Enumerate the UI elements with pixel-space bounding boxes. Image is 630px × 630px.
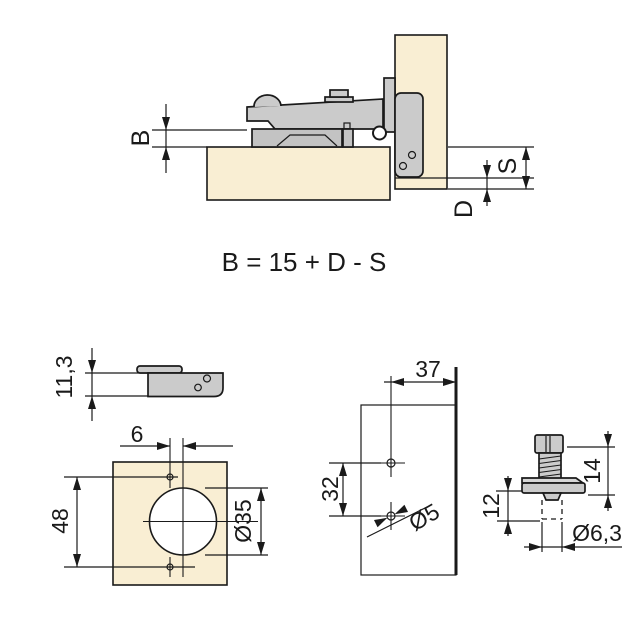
screw-head [534,434,564,454]
dim-label-d: D [450,200,478,218]
hinge [246,77,424,178]
baseplate-tab [343,122,351,130]
arrowhead [604,434,612,447]
arrowhead [522,147,530,160]
cup-flange-edge [136,365,183,374]
cup-hole [202,374,212,383]
mounting-plate-view: 37 32 Ø5 [317,356,458,576]
hinge-pivot-pin [372,125,387,141]
arrowhead [394,504,409,515]
dim-label-hole-diameter: Ø5 [404,498,444,536]
dim-label-spacing: 48 [47,508,73,534]
dim-label-hole-spacing: 32 [317,476,343,502]
dim-label-b: B [127,130,155,147]
arrowhead [183,442,196,450]
hinge-arm-end [383,77,396,133]
dim-label-screw-length: 14 [579,458,605,484]
arrowhead [88,396,96,409]
cup-hole [194,383,202,392]
flange-screw-hole [407,150,417,160]
arrowhead [443,378,456,386]
arrowhead [162,117,170,130]
euro-screw-view: 14 12 Ø6,3 [478,431,622,552]
adjustment-screw-head [329,89,349,98]
arrowhead [73,554,81,567]
baseplate-flange-bottom [521,482,586,494]
hinge-cup-flange [394,92,424,178]
flange-screw-hole [398,161,408,171]
assembly-view: B S D B = 15 + D - S [127,34,534,277]
dim-label-cup-diameter: Ø35 [230,499,256,542]
arrowhead [562,543,575,551]
hole-dia-leader-line [366,506,428,538]
hinge-arm-boss [253,94,282,108]
arrowhead [88,360,96,373]
cup-body [147,372,224,398]
arrowhead [522,176,530,189]
baseplate-rear [342,128,354,148]
mounting-baseplate [251,128,343,148]
dim-label-s: S [494,158,522,175]
arrowhead [257,542,265,555]
formula-text: B = 15 + D - S [222,247,387,277]
screw-pilot-hole [166,473,174,481]
arrowhead [339,503,347,516]
dimension-arrowheads [73,117,612,567]
arrowhead [73,477,81,490]
arrowhead [257,488,265,501]
arrowhead [529,543,542,551]
arrowhead [483,189,491,202]
plate-screw-hole [386,458,396,468]
arrowhead [157,442,170,450]
cabinet-side-face [360,404,457,576]
dowel-collar [541,492,563,501]
drilling-pattern-view: 6 48 Ø35 [47,421,268,586]
cabinet-panel [206,146,391,201]
dim-label-edge-distance: 37 [415,356,441,382]
dim-label-cup-depth: 11,3 [51,355,77,398]
arrowhead [604,495,612,508]
dim-label-dowel-diameter: Ø6,3 [572,520,622,546]
cup-side-view: 11,3 [51,348,224,421]
dim-label-offset: 6 [131,421,144,447]
arrowhead [391,378,404,386]
plate-screw-hole [386,511,396,521]
arrowhead [504,521,512,534]
arrowhead [373,517,388,528]
screw-pilot-hole [166,563,174,571]
arrowhead [162,147,170,160]
arrowhead [339,463,347,476]
baseplate-detail [276,134,338,147]
arrowhead [504,478,512,491]
dim-label-dowel-depth: 12 [478,493,504,519]
arrowhead [483,165,491,178]
thread-lines [538,455,562,478]
